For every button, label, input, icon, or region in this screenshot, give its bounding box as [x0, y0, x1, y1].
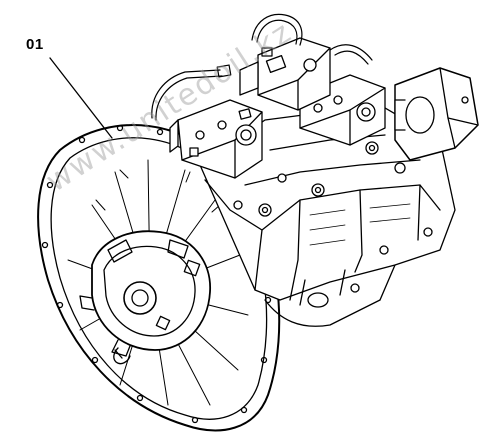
drive-shaft: [113, 347, 131, 365]
callout-leader-line: [49, 57, 113, 139]
gear-pump: [394, 67, 479, 161]
coupling-hub: [79, 230, 211, 357]
control-valve-stack: [239, 37, 331, 111]
pump-housing-lower: [264, 264, 396, 327]
pump-body: [199, 104, 456, 301]
fittings: [189, 108, 433, 255]
hydraulic-lines: [151, 13, 373, 121]
callout-label: 01: [26, 36, 44, 53]
